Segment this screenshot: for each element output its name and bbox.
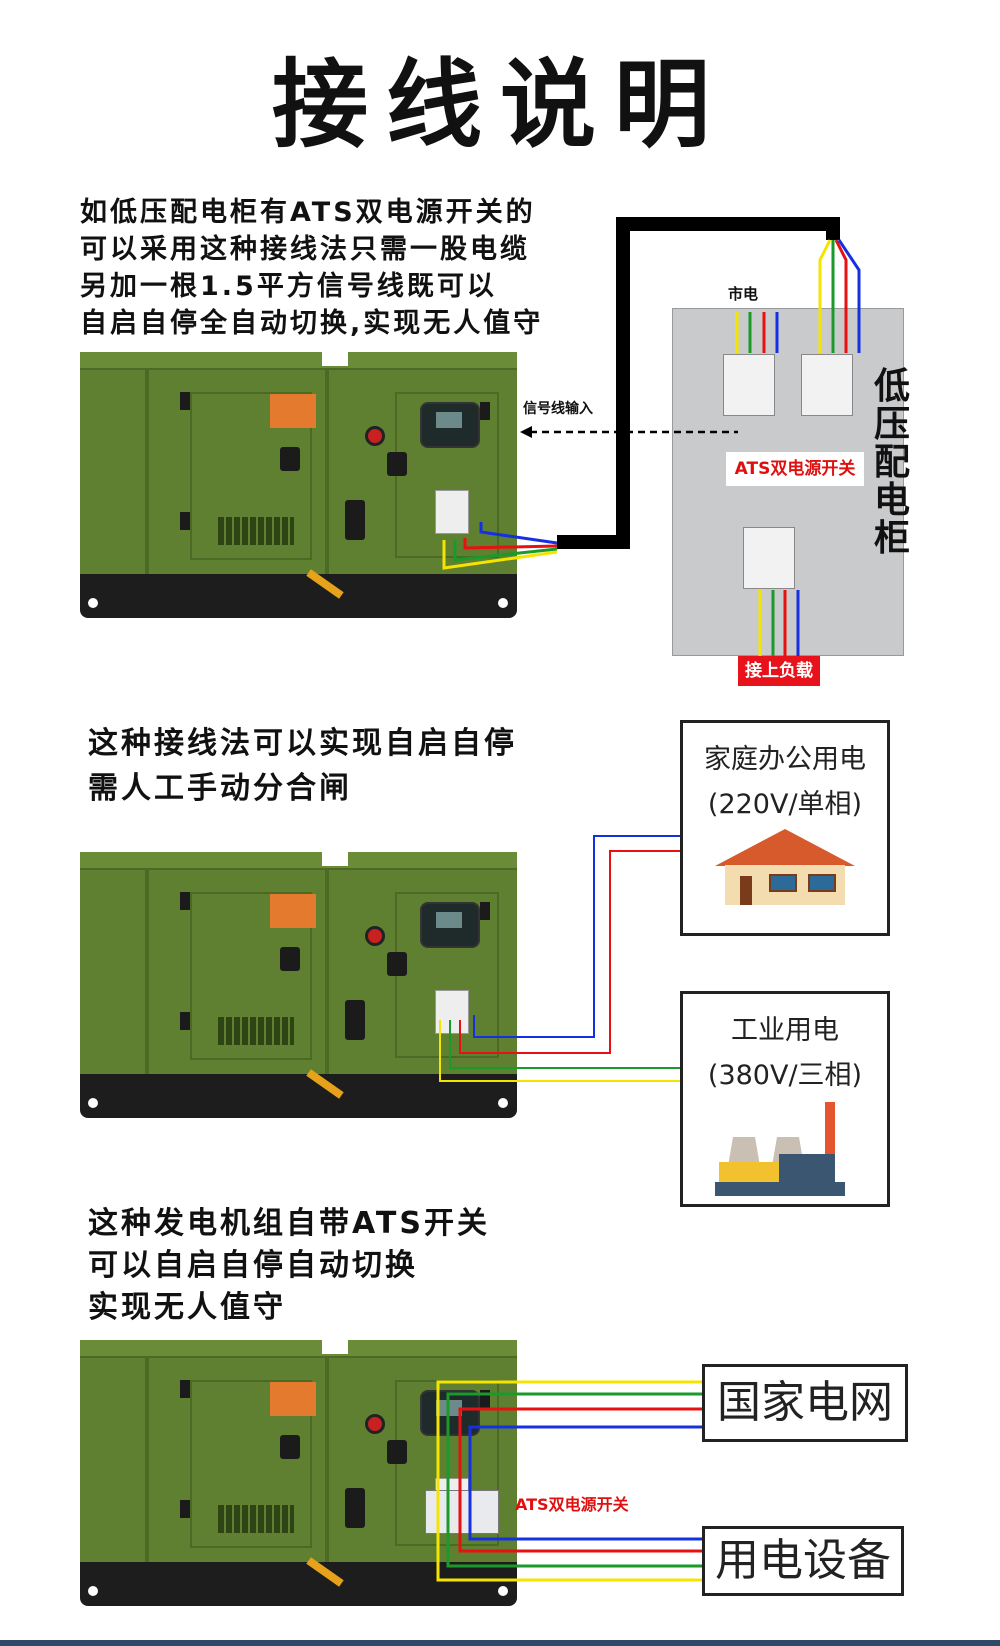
nameplate bbox=[270, 894, 316, 928]
base-hole bbox=[498, 598, 508, 608]
door-lock-icon bbox=[387, 452, 407, 476]
base-hole bbox=[88, 1098, 98, 1108]
generator-base bbox=[80, 1562, 517, 1606]
section1-description: 如低压配电柜有ATS双电源开关的 可以采用这种接线法只需一股电缆 另加一根1.5… bbox=[80, 190, 544, 339]
handle-icon bbox=[345, 1488, 365, 1528]
power-cable bbox=[557, 217, 840, 549]
output-breaker bbox=[435, 490, 469, 534]
nameplate bbox=[270, 1382, 316, 1416]
breaker-mains bbox=[723, 354, 775, 416]
hinge-icon bbox=[180, 1500, 190, 1518]
house-icon bbox=[715, 829, 855, 905]
nameplate bbox=[270, 394, 316, 428]
vent-grille bbox=[218, 517, 294, 545]
text-line: 需人工手动分合闸 bbox=[88, 771, 352, 806]
generator-roof bbox=[80, 852, 517, 870]
emergency-stop-icon bbox=[365, 926, 385, 946]
base-hole bbox=[498, 1586, 508, 1596]
section3-description: 这种发电机组自带ATS开关 可以自启自停自动切换 实现无人值守 bbox=[88, 1198, 490, 1325]
hinge-icon bbox=[180, 1380, 190, 1398]
door-lock-icon bbox=[280, 947, 300, 971]
national-grid-box: 国家电网 bbox=[702, 1364, 908, 1442]
base-hole bbox=[88, 1586, 98, 1596]
ats-switch-label: ATS双电源开关 bbox=[515, 1495, 629, 1514]
door-lock-icon bbox=[280, 1435, 300, 1459]
base-hole bbox=[88, 598, 98, 608]
signal-input-label: 信号线输入 bbox=[523, 401, 593, 417]
text-line: 自启自停全自动切换,实现无人值守 bbox=[80, 308, 544, 339]
generator-base bbox=[80, 574, 517, 618]
access-door bbox=[190, 892, 312, 1060]
door-lock-icon bbox=[387, 1440, 407, 1464]
handle-icon bbox=[345, 500, 365, 540]
ats-switch-label: ATS双电源开关 bbox=[726, 452, 864, 486]
generator-roof bbox=[80, 352, 517, 370]
vent-grille bbox=[218, 1017, 294, 1045]
generator-image-2 bbox=[80, 852, 517, 1120]
hinge-icon bbox=[180, 892, 190, 910]
cabinet-label: 低压配电柜 bbox=[873, 366, 910, 559]
control-panel bbox=[420, 1390, 480, 1436]
access-door bbox=[190, 392, 312, 560]
emergency-stop-icon bbox=[365, 1414, 385, 1434]
breaker-load bbox=[743, 527, 795, 589]
text-line: 可以采用这种接线法只需一股电缆 bbox=[80, 234, 530, 265]
mains-label: 市电 bbox=[728, 285, 759, 303]
hinge-icon bbox=[180, 392, 190, 410]
page-title: 接线说明 bbox=[272, 49, 728, 161]
base-hole bbox=[498, 1098, 508, 1108]
section2-description: 这种接线法可以实现自启自停 需人工手动分合闸 bbox=[88, 718, 517, 808]
control-panel bbox=[420, 402, 480, 448]
text-line: 这种发电机组自带ATS开关 bbox=[88, 1206, 490, 1241]
text-line: 实现无人值守 bbox=[88, 1290, 286, 1325]
text-line: 另加一根1.5平方信号线既可以 bbox=[80, 271, 497, 302]
hinge-icon bbox=[480, 1390, 490, 1408]
hinge-icon bbox=[480, 902, 490, 920]
lifting-notch bbox=[322, 352, 348, 366]
emergency-stop-icon bbox=[365, 426, 385, 446]
breaker-generator bbox=[801, 354, 853, 416]
lifting-notch bbox=[322, 852, 348, 866]
factory-icon bbox=[715, 1102, 845, 1196]
lifting-notch bbox=[322, 1340, 348, 1354]
vent-grille bbox=[218, 1505, 294, 1533]
handle-icon bbox=[345, 1000, 365, 1040]
arrow-icon bbox=[520, 426, 532, 438]
footer-bar bbox=[0, 1640, 1000, 1646]
door-lock-icon bbox=[387, 952, 407, 976]
equipment-box: 用电设备 bbox=[702, 1526, 904, 1596]
box-title: 工业用电 bbox=[731, 1015, 839, 1046]
box-subtitle: (380V/三相) bbox=[707, 1060, 863, 1091]
home-office-power-box: 家庭办公用电 (220V/单相) bbox=[680, 720, 890, 936]
industrial-power-box: 工业用电 (380V/三相) bbox=[680, 991, 890, 1207]
text-line: 可以自启自停自动切换 bbox=[88, 1248, 418, 1283]
control-panel bbox=[420, 902, 480, 948]
generator-roof bbox=[80, 1340, 517, 1358]
hinge-icon bbox=[180, 1012, 190, 1030]
access-door bbox=[190, 1380, 312, 1548]
hinge-icon bbox=[180, 512, 190, 530]
text-line: 这种接线法可以实现自启自停 bbox=[88, 726, 517, 761]
box-title: 家庭办公用电 bbox=[704, 744, 866, 775]
box-subtitle: (220V/单相) bbox=[707, 789, 863, 820]
load-label: 接上负载 bbox=[738, 656, 820, 686]
text-line: 如低压配电柜有ATS双电源开关的 bbox=[80, 197, 536, 228]
door-lock-icon bbox=[280, 447, 300, 471]
hinge-icon bbox=[480, 402, 490, 420]
generator-image-1 bbox=[80, 352, 517, 620]
